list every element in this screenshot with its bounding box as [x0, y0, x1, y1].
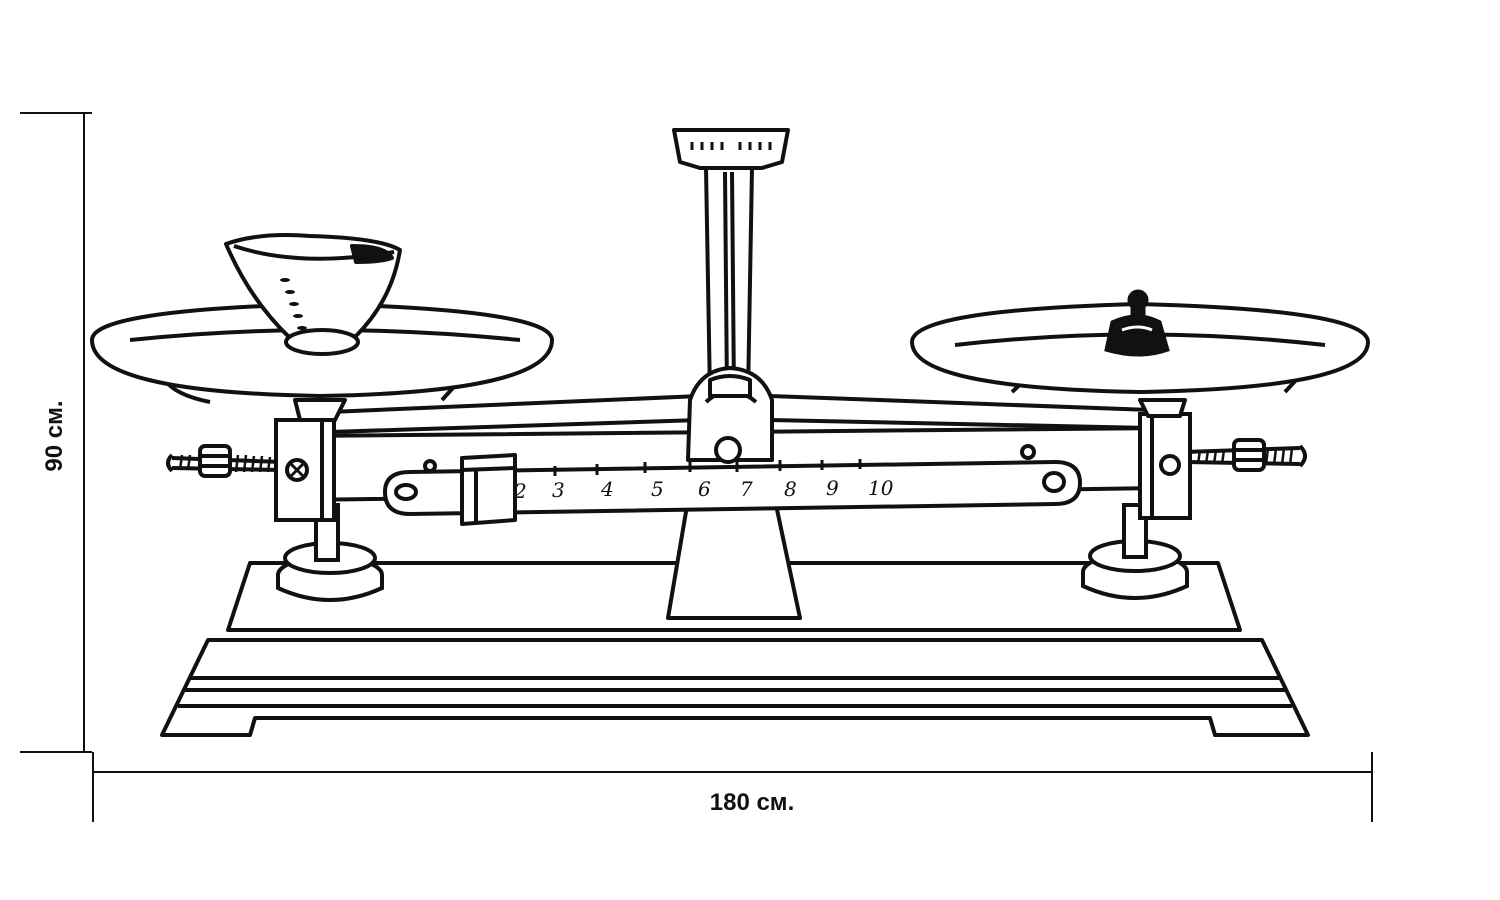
right-foot: [1081, 503, 1189, 600]
left-adjust-screw[interactable]: [166, 444, 283, 478]
scale-number: 4: [600, 477, 614, 501]
weight-icon: [1104, 289, 1170, 357]
rider-scale-ticks: [553, 459, 862, 476]
bowl-icon: [224, 233, 402, 356]
scale-number: 5: [651, 477, 664, 501]
width-label: 180 см.: [710, 789, 794, 816]
scale-number: 9: [826, 476, 839, 500]
left-foot: [276, 503, 384, 602]
rider-slider[interactable]: [460, 453, 517, 526]
scale-number: 8: [784, 477, 797, 501]
scale-number: 6: [698, 477, 711, 501]
height-dimension: [20, 112, 92, 753]
indicator-pointer: [672, 128, 790, 397]
left-end-block: [274, 418, 336, 522]
scale-number: 7: [740, 477, 753, 501]
scale-number: 3: [552, 478, 565, 502]
fulcrum-housing: [686, 366, 774, 464]
rider-bar: [383, 444, 1082, 516]
width-dimension: [92, 752, 1373, 822]
right-adjust-screw[interactable]: [1184, 438, 1307, 472]
scale-number: 10: [868, 476, 894, 500]
height-label: 90 см.: [41, 400, 68, 471]
right-end-block: [1138, 412, 1192, 520]
